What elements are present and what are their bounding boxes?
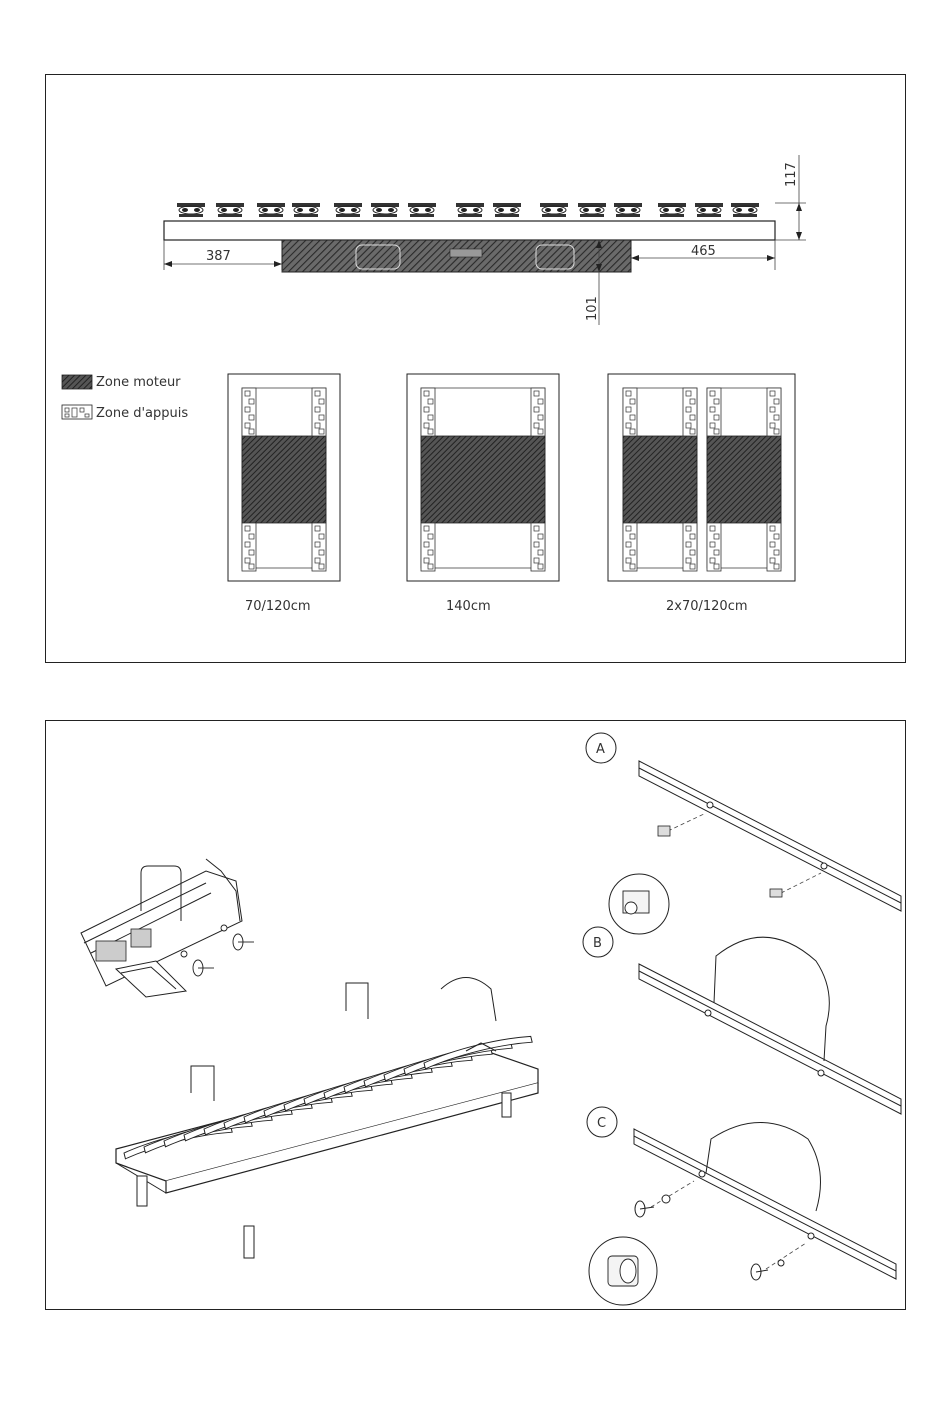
dim-height-label: 117 [784, 162, 799, 187]
assembly-diagram: A B C [46, 721, 907, 1311]
dimension-left: 387 [164, 240, 282, 272]
dimension-diagram-panel: 117 387 465 101 Zone [45, 74, 906, 663]
dimension-diagram: 117 387 465 101 Zone [46, 75, 907, 664]
variant-a: A [586, 733, 901, 934]
legend-motor-label: Zone moteur [96, 375, 181, 390]
bed-size-caption: 140cm [446, 599, 491, 614]
legend-support-label: Zone d'appuis [96, 406, 188, 421]
dim-left-label: 387 [206, 249, 231, 264]
slat-springs [177, 203, 759, 217]
motor-detail-drawing [81, 859, 254, 997]
variant-c: C [587, 1107, 896, 1305]
legend-motor-swatch [62, 375, 92, 389]
variant-label: A [596, 742, 605, 757]
bed-size-2x70-120: 2x70/120cm [608, 374, 795, 614]
bed-size-caption: 70/120cm [245, 599, 311, 614]
variant-label: C [597, 1116, 606, 1131]
bed-base-isometric [116, 978, 538, 1259]
legend-support-swatch [62, 405, 92, 419]
dimension-right: 465 [631, 240, 775, 270]
bed-size-70-120: 70/120cm [228, 374, 340, 614]
motor-block [282, 240, 631, 272]
variant-b: B [583, 927, 901, 1114]
assembly-diagram-panel: A B C [45, 720, 906, 1310]
legend: Zone moteur Zone d'appuis [62, 375, 188, 421]
dim-motor-drop-label: 101 [585, 296, 600, 321]
dimension-height: 117 [775, 155, 806, 240]
dim-right-label: 465 [691, 244, 716, 259]
bed-size-caption: 2x70/120cm [666, 599, 748, 614]
bed-size-140: 140cm [407, 374, 559, 614]
bed-frame-side [164, 221, 775, 240]
variant-label: B [593, 936, 602, 951]
